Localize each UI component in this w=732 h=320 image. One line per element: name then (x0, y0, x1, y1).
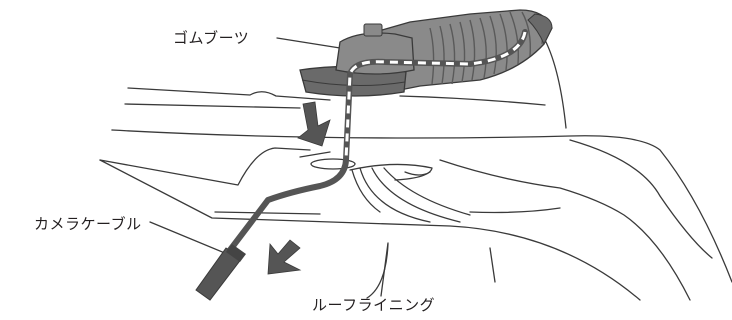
rubber-boot-label: ゴムブーツ (173, 27, 249, 48)
roof-lining-label: ルーフライニング (312, 294, 435, 315)
arrow-down-left-icon (268, 240, 300, 274)
camera-cable-label: カメラケーブル (34, 213, 142, 234)
arrow-down-icon (298, 102, 330, 146)
